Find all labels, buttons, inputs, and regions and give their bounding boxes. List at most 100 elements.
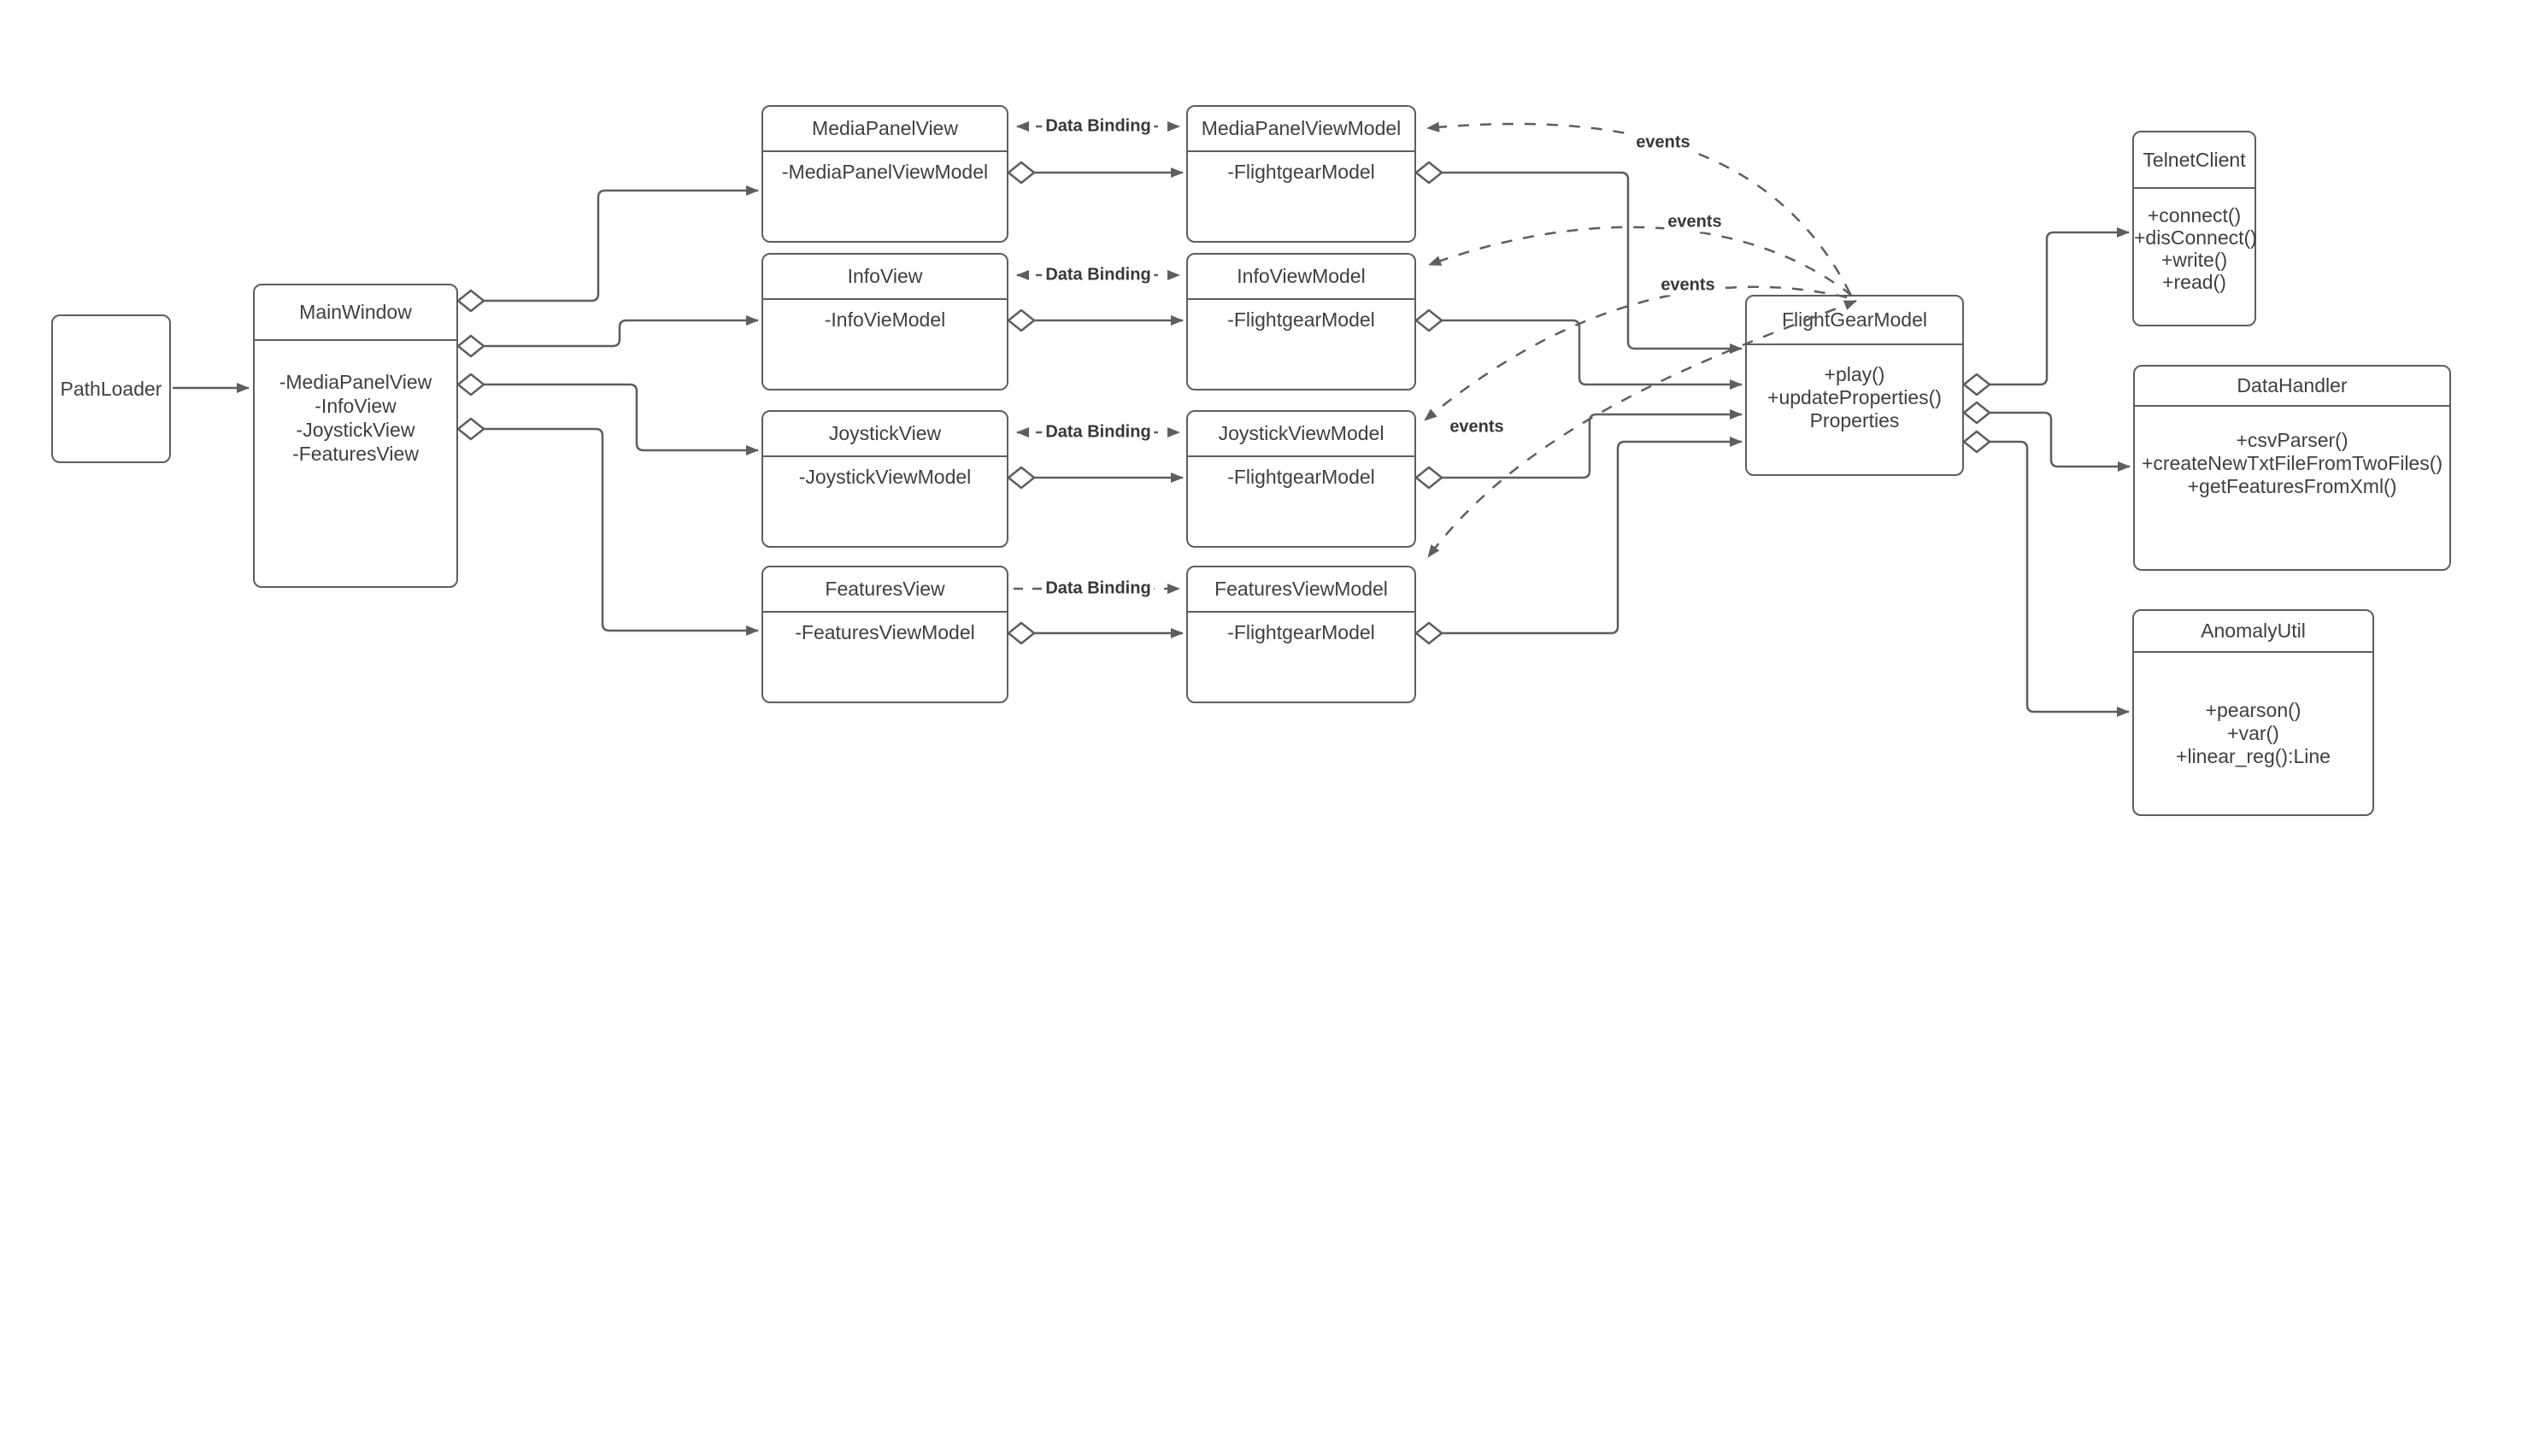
class-attribute: -FlightgearModel: [1227, 621, 1375, 643]
class-attributes: -FlightgearModel: [1188, 457, 1414, 489]
diamond-flightgearmodel-2: [1962, 401, 1991, 425]
data-binding-edges[interactable]: [1014, 121, 1180, 594]
diamond-mainwindow-3: [456, 373, 485, 396]
class-methods: +csvParser() +createNewTxtFileFromTwoFil…: [2135, 407, 2449, 498]
class-title: JoystickViewModel: [1188, 412, 1414, 457]
edge-infoviewmodel-flightgearmodel: [1442, 319, 1743, 390]
class-infoviewmodel[interactable]: InfoViewModel -FlightgearModel: [1186, 253, 1416, 390]
class-title: FlightGearModel: [1747, 296, 1962, 345]
class-anomalyutil[interactable]: AnomalyUtil +pearson() +var() +linear_re…: [2132, 609, 2374, 816]
diamond-mediapanelviewmodel: [1414, 161, 1443, 185]
class-method: +disConnect(): [2134, 226, 2257, 249]
edge-flightgearmodel-datahandler: [1990, 411, 2131, 472]
diamond-joystickview: [1007, 466, 1036, 490]
edge-flightgearmodel-anomalyutil: [1990, 440, 2130, 717]
class-attribute: -InfoView: [315, 395, 397, 417]
diamond-infoviewmodel: [1414, 308, 1443, 332]
class-title: MediaPanelViewModel: [1188, 107, 1414, 152]
class-title: InfoView: [763, 255, 1007, 300]
class-featuresviewmodel[interactable]: FeaturesViewModel -FlightgearModel: [1186, 566, 1416, 703]
class-joystickviewmodel[interactable]: JoystickViewModel -FlightgearModel: [1186, 410, 1416, 548]
class-title: FeaturesViewModel: [1188, 567, 1414, 613]
class-mediapanelviewmodel[interactable]: MediaPanelViewModel -FlightgearModel: [1186, 105, 1416, 243]
edge-label-events[interactable]: events: [1657, 275, 1719, 296]
edge-label-events[interactable]: events: [1446, 417, 1508, 437]
class-method: +pearson(): [2205, 699, 2302, 721]
class-attributes: -FlightgearModel: [1188, 152, 1414, 184]
class-attribute: -FeaturesView: [292, 443, 419, 465]
class-title: FeaturesView: [763, 567, 1007, 613]
class-title: DataHandler: [2135, 367, 2449, 407]
edge-mainwindow-joystickview: [484, 383, 759, 455]
edge-label-events[interactable]: events: [1632, 132, 1694, 153]
class-method: Properties: [1809, 409, 1900, 432]
edge-mainwindow-featuresview: [484, 427, 759, 636]
class-methods: +connect() +disConnect() +write() +read(…: [2134, 189, 2257, 293]
diamond-featuresview: [1007, 621, 1036, 645]
class-pathloader[interactable]: PathLoader: [51, 314, 171, 463]
edge-mainwindow-infoview: [484, 315, 759, 348]
class-joystickview[interactable]: JoystickView -JoystickViewModel: [761, 410, 1008, 548]
diamond-infoview: [1007, 308, 1036, 332]
class-attributes: -FlightgearModel: [1188, 613, 1414, 644]
class-method: +read(): [2162, 271, 2226, 293]
edge-events-flightgearmodel-infoviewmodel: [1428, 226, 1853, 296]
diamond-joystickviewmodel: [1414, 466, 1443, 490]
class-featuresview[interactable]: FeaturesView -FeaturesViewModel: [761, 566, 1008, 703]
class-attribute: -FlightgearModel: [1227, 161, 1375, 183]
class-attributes: -InfoVieModel: [763, 300, 1007, 332]
class-title: AnomalyUtil: [2134, 611, 2372, 653]
class-attribute: -FlightgearModel: [1227, 308, 1375, 331]
diamond-flightgearmodel-3: [1962, 430, 1991, 454]
class-method: +getFeaturesFromXml(): [2187, 475, 2397, 497]
edge-label-data-binding[interactable]: Data Binding: [1042, 116, 1155, 137]
class-attributes: -MediaPanelViewModel: [763, 152, 1007, 184]
edge-mainwindow-mediapanelview: [484, 185, 759, 302]
diamond-mainwindow-2: [456, 334, 485, 358]
class-title: PathLoader: [60, 377, 162, 400]
class-attributes: -JoystickViewModel: [763, 457, 1007, 489]
class-method: +linear_reg():Line: [2176, 745, 2331, 767]
edge-mediapanelviewmodel-flightgearmodel: [1442, 171, 1743, 354]
diamond-mainwindow-1: [456, 289, 485, 313]
edge-label-data-binding[interactable]: Data Binding: [1042, 422, 1155, 443]
diamond-flightgearmodel-1: [1962, 373, 1991, 396]
class-method: +write(): [2160, 249, 2228, 271]
class-infoview[interactable]: InfoView -InfoVieModel: [761, 253, 1008, 390]
class-method: +csvParser(): [2236, 429, 2349, 451]
class-method: +var(): [2227, 722, 2279, 744]
class-mediapanelview[interactable]: MediaPanelView -MediaPanelViewModel: [761, 105, 1008, 243]
class-attributes: -FlightgearModel: [1188, 300, 1414, 332]
edge-label-data-binding[interactable]: Data Binding: [1042, 578, 1155, 599]
class-flightgearmodel[interactable]: FlightGearModel +play() +updatePropertie…: [1745, 295, 1964, 476]
class-datahandler[interactable]: DataHandler +csvParser() +createNewTxtFi…: [2133, 365, 2451, 571]
class-title: TelnetClient: [2134, 132, 2255, 189]
class-attribute: -FeaturesViewModel: [795, 621, 975, 643]
class-title: JoystickView: [763, 412, 1007, 457]
class-attribute: -InfoVieModel: [824, 308, 946, 331]
class-attributes: -FeaturesViewModel: [763, 613, 1007, 644]
class-method: +createNewTxtFileFromTwoFiles(): [2141, 452, 2443, 474]
class-attribute: -JoystickViewModel: [798, 466, 972, 488]
edge-label-data-binding[interactable]: Data Binding: [1042, 265, 1155, 285]
class-mainwindow[interactable]: MainWindow -MediaPanelView -InfoView -Jo…: [253, 284, 458, 588]
diamond-mainwindow-4: [456, 417, 485, 441]
diamond-featuresviewmodel: [1414, 621, 1443, 645]
edge-flightgearmodel-telnetclient: [1990, 227, 2130, 386]
class-method: +updateProperties(): [1767, 386, 1942, 408]
class-methods: +pearson() +var() +linear_reg():Line: [2134, 653, 2372, 768]
class-method: +connect(): [2147, 204, 2242, 226]
class-attribute: -MediaPanelViewModel: [781, 161, 989, 183]
class-title: MediaPanelView: [763, 107, 1007, 152]
class-attribute: -FlightgearModel: [1227, 466, 1375, 488]
class-methods: +play() +updateProperties() Properties: [1747, 345, 1962, 432]
class-title: InfoViewModel: [1188, 255, 1414, 300]
class-telnetclient[interactable]: TelnetClient +connect() +disConnect() +w…: [2132, 131, 2257, 326]
class-attributes: -MediaPanelView -InfoView -JoystickView …: [255, 341, 456, 466]
edge-label-events[interactable]: events: [1664, 212, 1725, 232]
class-attribute: -MediaPanelView: [279, 371, 432, 393]
edge-featuresviewmodel-flightgearmodel: [1442, 437, 1743, 635]
class-attribute: -JoystickView: [296, 419, 415, 441]
class-method: +play(): [1824, 363, 1885, 385]
